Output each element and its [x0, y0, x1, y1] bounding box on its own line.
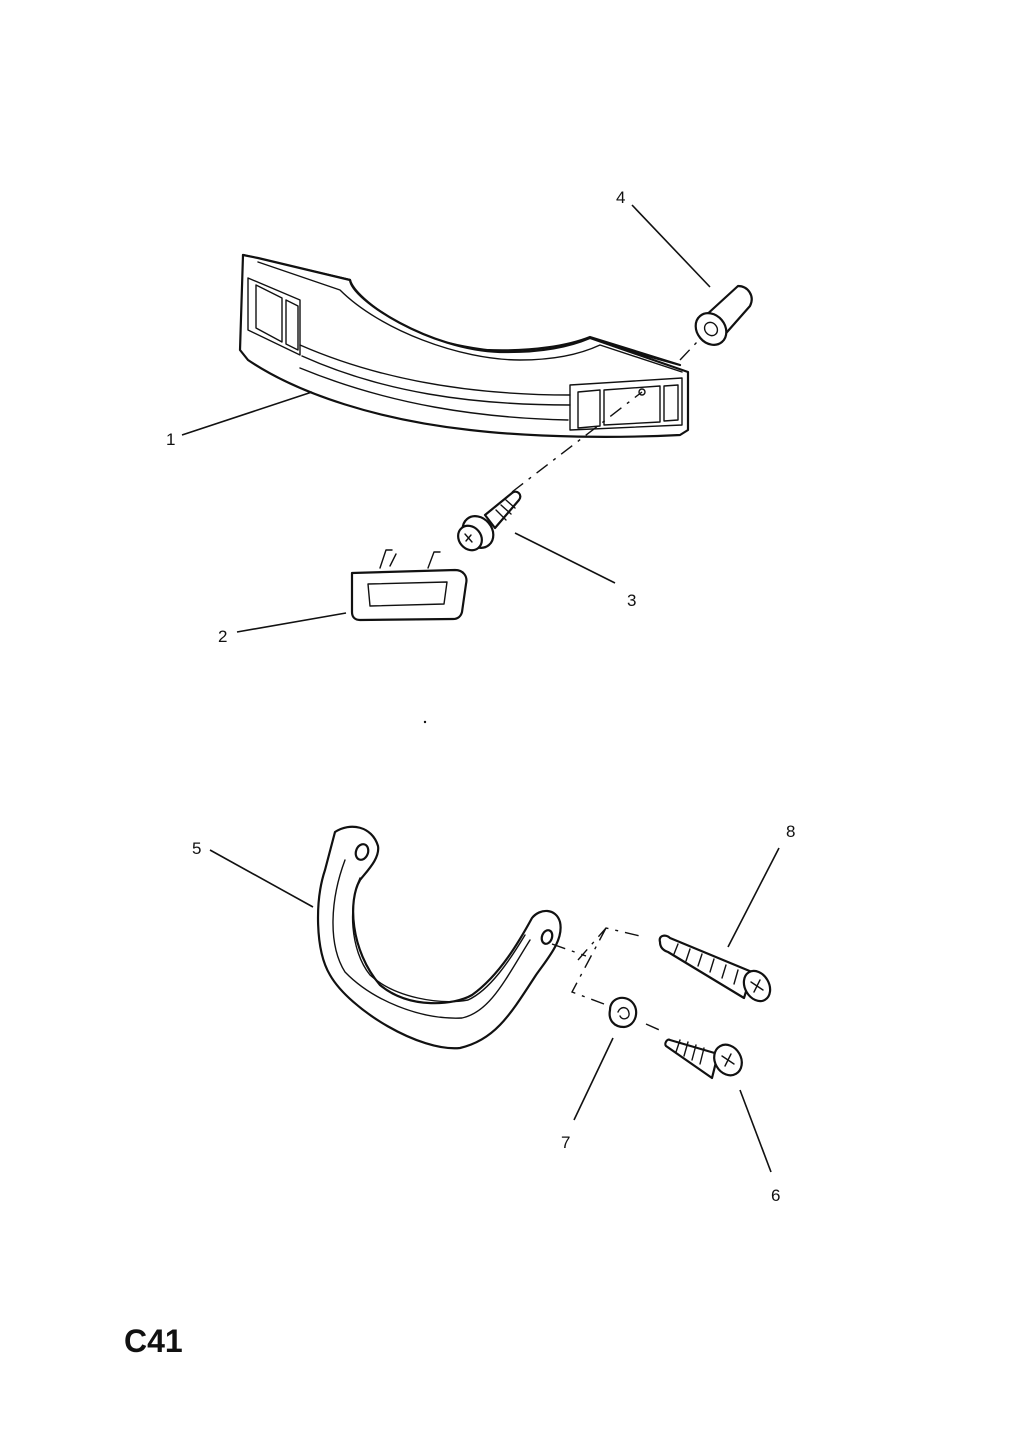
part-5-assist-handle	[316, 825, 562, 1050]
part-4-sleeve	[694, 284, 753, 346]
part-6-screw	[664, 1038, 743, 1080]
callout-1: 1	[166, 430, 175, 449]
part-1-grab-handle	[238, 253, 690, 438]
leader-line-6	[739, 1089, 772, 1173]
callout-7: 7	[561, 1133, 570, 1152]
leader-line-5	[209, 849, 314, 908]
callout-8: 8	[786, 822, 795, 841]
assembly-line-lower-bracket	[551, 927, 641, 1005]
page-code: C41	[124, 1323, 183, 1359]
part-3-screw	[457, 490, 522, 552]
callout-4: 4	[616, 188, 625, 207]
scan-dot	[423, 720, 427, 724]
leader-line-4	[631, 204, 711, 288]
leader-line-2	[236, 612, 347, 633]
leader-line-1	[181, 391, 313, 436]
callout-6: 6	[771, 1186, 780, 1205]
part-2-cover-cap	[350, 549, 468, 622]
leader-line-8	[727, 847, 780, 948]
leader-line-7	[573, 1037, 614, 1121]
assembly-line-lower-screw	[645, 1023, 665, 1033]
leader-line-3	[514, 532, 616, 584]
callout-3: 3	[627, 591, 636, 610]
part-7-clip	[608, 996, 638, 1029]
part-8-screw	[658, 934, 772, 1003]
callout-2: 2	[218, 627, 227, 646]
assembly-line-upper	[511, 391, 643, 493]
assembly-line-sleeve	[679, 341, 698, 361]
callout-5: 5	[192, 839, 201, 858]
